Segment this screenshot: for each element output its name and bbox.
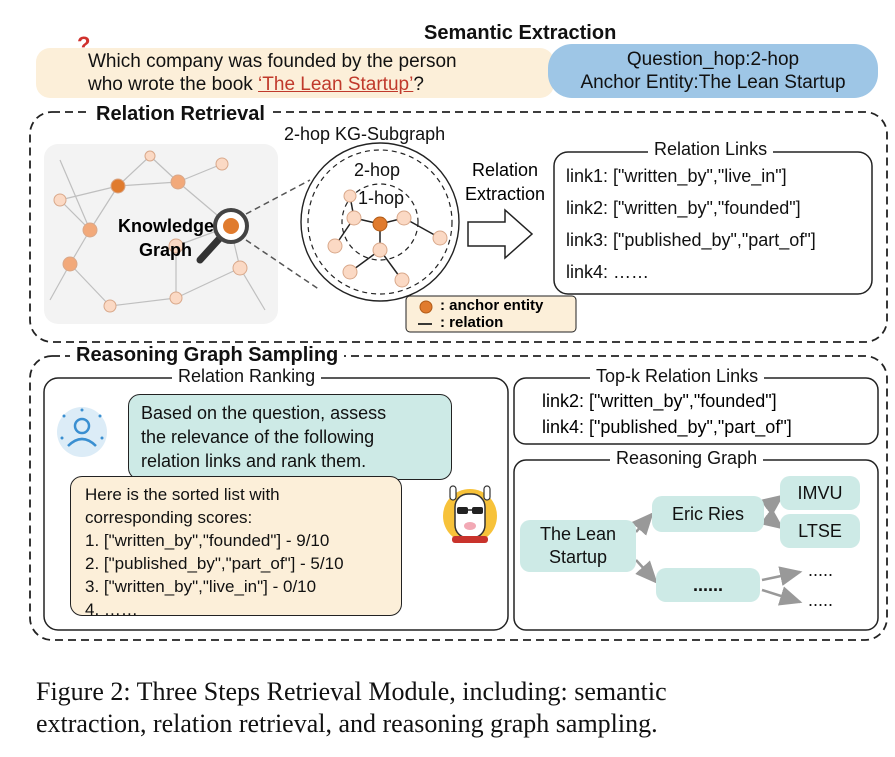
question-line-2-prefix: who wrote the book <box>88 74 259 95</box>
zoom-line-bottom <box>245 239 321 291</box>
extraction-arrow <box>467 208 534 260</box>
figure-caption-line-1: Figure 2: Three Steps Retrieval Module, … <box>36 677 667 706</box>
user-avatar-icon <box>57 407 107 457</box>
node-the-lean-startup: The Lean Startup <box>520 520 636 572</box>
semantic-result-pill: Question_hop:2-hop Anchor Entity:The Lea… <box>548 44 878 98</box>
relation-link-1: link1: ["written_by","live_in"] <box>566 166 787 186</box>
reasoning-graph-edges <box>631 494 803 606</box>
hop-1-label: 1-hop <box>358 188 405 208</box>
node-imvu: IMVU <box>780 476 860 510</box>
node-the-lean-startup-line-1: The Lean <box>539 524 617 544</box>
more-leaf-2: ..... <box>808 590 834 610</box>
magnifier-icon <box>196 208 249 264</box>
book-title: ‘The Lean Startup’ <box>258 74 414 95</box>
ranking-prompt-line-1: Based on the question, assess <box>141 403 387 423</box>
ranking-response-line-4: 2. ["published_by","part_of"] - 5/10 <box>85 554 344 573</box>
semantic-extraction-title: Semantic Extraction <box>424 22 617 45</box>
more-leaf-1: ..... <box>808 560 834 580</box>
reasoning-sampling-frame <box>29 355 888 641</box>
ranking-prompt-bubble: Based on the question, assess the releva… <box>128 394 452 480</box>
node-ltse: LTSE <box>780 514 860 548</box>
knowledge-graph-label-line-1: Knowledge <box>117 216 214 236</box>
legend-box <box>405 295 577 333</box>
relation-extraction-line-2: Extraction <box>464 184 546 204</box>
knowledge-graph-label-line-2: Graph <box>138 240 192 260</box>
relation-links-title: Relation Links <box>648 139 774 160</box>
ranking-response-bubble: Here is the sorted list with correspondi… <box>70 476 402 619</box>
relation-link-3: link3: ["published_by","part_of"] <box>566 230 816 250</box>
ranking-response-line-5: 3. ["written_by","live_in"] - 0/10 <box>85 577 317 596</box>
node-eric-ries: Eric Ries <box>652 496 764 532</box>
kg-subgraph <box>300 142 460 302</box>
figure-caption: Figure 2: Three Steps Retrieval Module, … <box>36 676 667 740</box>
figure-caption-line-2: extraction, relation retrieval, and reas… <box>36 709 658 738</box>
ranking-prompt-line-3: relation links and rank them. <box>141 451 367 471</box>
knowledge-graph-nodes <box>53 150 248 313</box>
question-mark: ? <box>413 74 424 95</box>
question-line-2: who wrote the book ‘The Lean Startup’? <box>88 73 538 96</box>
relation-retrieval-frame <box>29 111 888 343</box>
relation-links-list: link1: ["written_by","live_in"] link2: [… <box>566 160 816 288</box>
legend-relation-text: : relation <box>440 314 504 331</box>
node-more: ...... <box>656 568 760 602</box>
knowledge-graph-box <box>44 144 278 324</box>
topk-link-1: link2: ["written_by","founded"] <box>542 391 777 411</box>
question-box: Which company was founded by the person … <box>36 48 554 98</box>
legend-text: : anchor entity : relation <box>440 297 543 331</box>
ranking-response-line-2: corresponding scores: <box>85 508 253 527</box>
legend-anchor-swatch <box>419 300 433 314</box>
subgraph-title: 2-hop KG-Subgraph <box>284 124 446 144</box>
topk-title: Top-k Relation Links <box>590 366 765 387</box>
relation-retrieval-title: Relation Retrieval <box>90 103 271 126</box>
question-hop-label: Question_hop:2-hop <box>626 49 800 70</box>
node-the-lean-startup-line-2: Startup <box>548 547 608 567</box>
zoom-line-top <box>245 179 311 215</box>
relation-ranking-title: Relation Ranking <box>172 366 322 387</box>
relation-extraction-label: Relation Extraction <box>452 158 558 206</box>
ranking-response-line-3: 1. ["written_by","founded"] - 9/10 <box>85 531 330 550</box>
relation-extraction-line-1: Relation <box>471 160 539 180</box>
hop-2-label: 2-hop <box>354 160 401 180</box>
ranking-response-line-6: 4. …… <box>85 600 138 619</box>
ranking-prompt-line-2: the relevance of the following <box>141 427 375 447</box>
llama-avatar-icon <box>443 485 497 543</box>
ranking-response-line-1: Here is the sorted list with <box>85 485 280 504</box>
knowledge-graph-label: Knowledge Graph <box>104 214 214 262</box>
legend-anchor-text: : anchor entity <box>440 297 544 314</box>
question-line-1: Which company was founded by the person <box>88 51 457 72</box>
reasoning-sampling-title: Reasoning Graph Sampling <box>70 344 345 367</box>
topk-link-2: link4: ["published_by","part_of"] <box>542 417 792 437</box>
relation-link-2: link2: ["written_by","founded"] <box>566 198 801 218</box>
anchor-entity-label: Anchor Entity:The Lean Startup <box>580 72 846 93</box>
reasoning-graph-title: Reasoning Graph <box>610 448 764 469</box>
topk-list: link2: ["written_by","founded"] link4: [… <box>542 388 792 440</box>
relation-link-4: link4: …… <box>566 262 650 282</box>
